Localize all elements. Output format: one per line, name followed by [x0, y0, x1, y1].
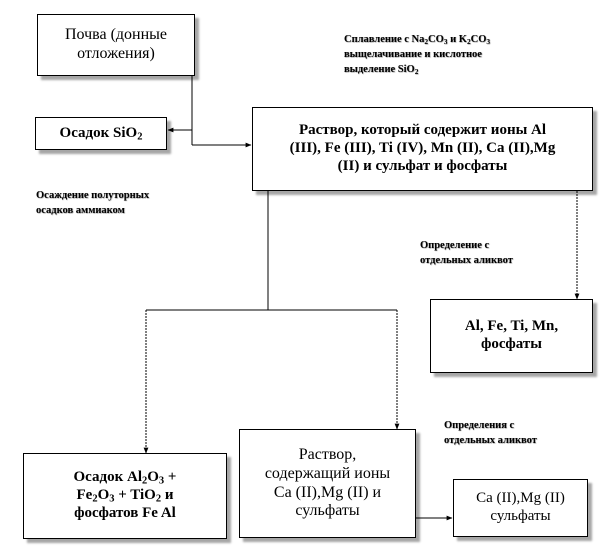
- solution-camg-box: Раствор, содержащий ионы Ca (II),Mg (II)…: [239, 429, 416, 538]
- soil-box: Почва (донные отложения): [37, 14, 195, 76]
- oxides-line1: Осадок Al2O3 +: [73, 469, 177, 488]
- aliquot-note-2: Определения с отдельных аликвот: [444, 418, 537, 448]
- ca-mg-sulfates-box: Ca (II),Mg (II) сульфаты: [453, 479, 588, 537]
- aliquot-note-1: Определение с отдельных аликвот: [420, 238, 513, 268]
- solution-camg-line2: содержащий ионы: [264, 464, 391, 482]
- solution-ions-line2: (III), Fe (III), Ti (IV), Mn (II), Ca (I…: [289, 140, 556, 157]
- solution-camg-line1: Раствор,: [298, 445, 357, 463]
- precipitation-note-line1: Осаждение полуторных: [36, 190, 150, 201]
- sio2-label: Осадок SiO2: [59, 124, 143, 143]
- precipitation-note-line2: осадков аммиаком: [36, 205, 125, 217]
- solution-camg-line4: сульфаты: [295, 502, 360, 520]
- al-fe-ti-mn-box: Al, Fe, Ti, Mn, фосфаты: [430, 299, 593, 373]
- oxides-line2: Fe2O3 + TiO2 и: [76, 487, 174, 505]
- soil-label-line1: Почва (донные: [64, 26, 168, 44]
- ca-mg-line2: сульфаты: [490, 508, 551, 524]
- soil-label-line2: отложения): [77, 45, 155, 62]
- ca-mg-line1: Ca (II),Mg (II): [476, 490, 565, 507]
- al-fe-ti-mn-line1: Al, Fe, Ti, Mn,: [464, 318, 559, 335]
- fusion-note: Сплавление с Na2CO3 и K2CO3 выщелачивани…: [344, 32, 490, 78]
- oxides-precipitate-box: Осадок Al2O3 + Fe2O3 + TiO2 и фосфатов F…: [23, 453, 227, 539]
- aliquot-note-2-line2: отдельных аликвот: [444, 435, 537, 447]
- aliquot-note-2-line1: Определения с: [444, 420, 515, 431]
- precipitation-note: Осаждение полуторных осадков аммиаком: [36, 188, 149, 218]
- solution-ions-line3: (II) и сульфат и фосфаты: [337, 157, 508, 174]
- solution-ions-line1: Раствор, который содержит ионы Al: [298, 122, 547, 139]
- aliquot-note-1-line2: отдельных аликвот: [420, 255, 513, 267]
- sio2-box: Осадок SiO2: [35, 117, 167, 150]
- aliquot-note-1-line1: Определение с: [420, 240, 490, 251]
- solution-camg-line3: Ca (II),Mg (II) и: [273, 483, 382, 501]
- solution-ions-box: Раствор, который содержит ионы Al (III),…: [252, 107, 593, 191]
- fusion-note-line3: выделение SiO2: [344, 64, 419, 77]
- fusion-note-line1: Сплавление с Na2CO3 и K2CO3: [344, 34, 491, 46]
- al-fe-ti-mn-line2: фосфаты: [481, 336, 542, 352]
- fusion-note-line2: выщелачивание и кислотное: [344, 49, 482, 61]
- oxides-line3: фосфатов Fe Al: [74, 504, 176, 521]
